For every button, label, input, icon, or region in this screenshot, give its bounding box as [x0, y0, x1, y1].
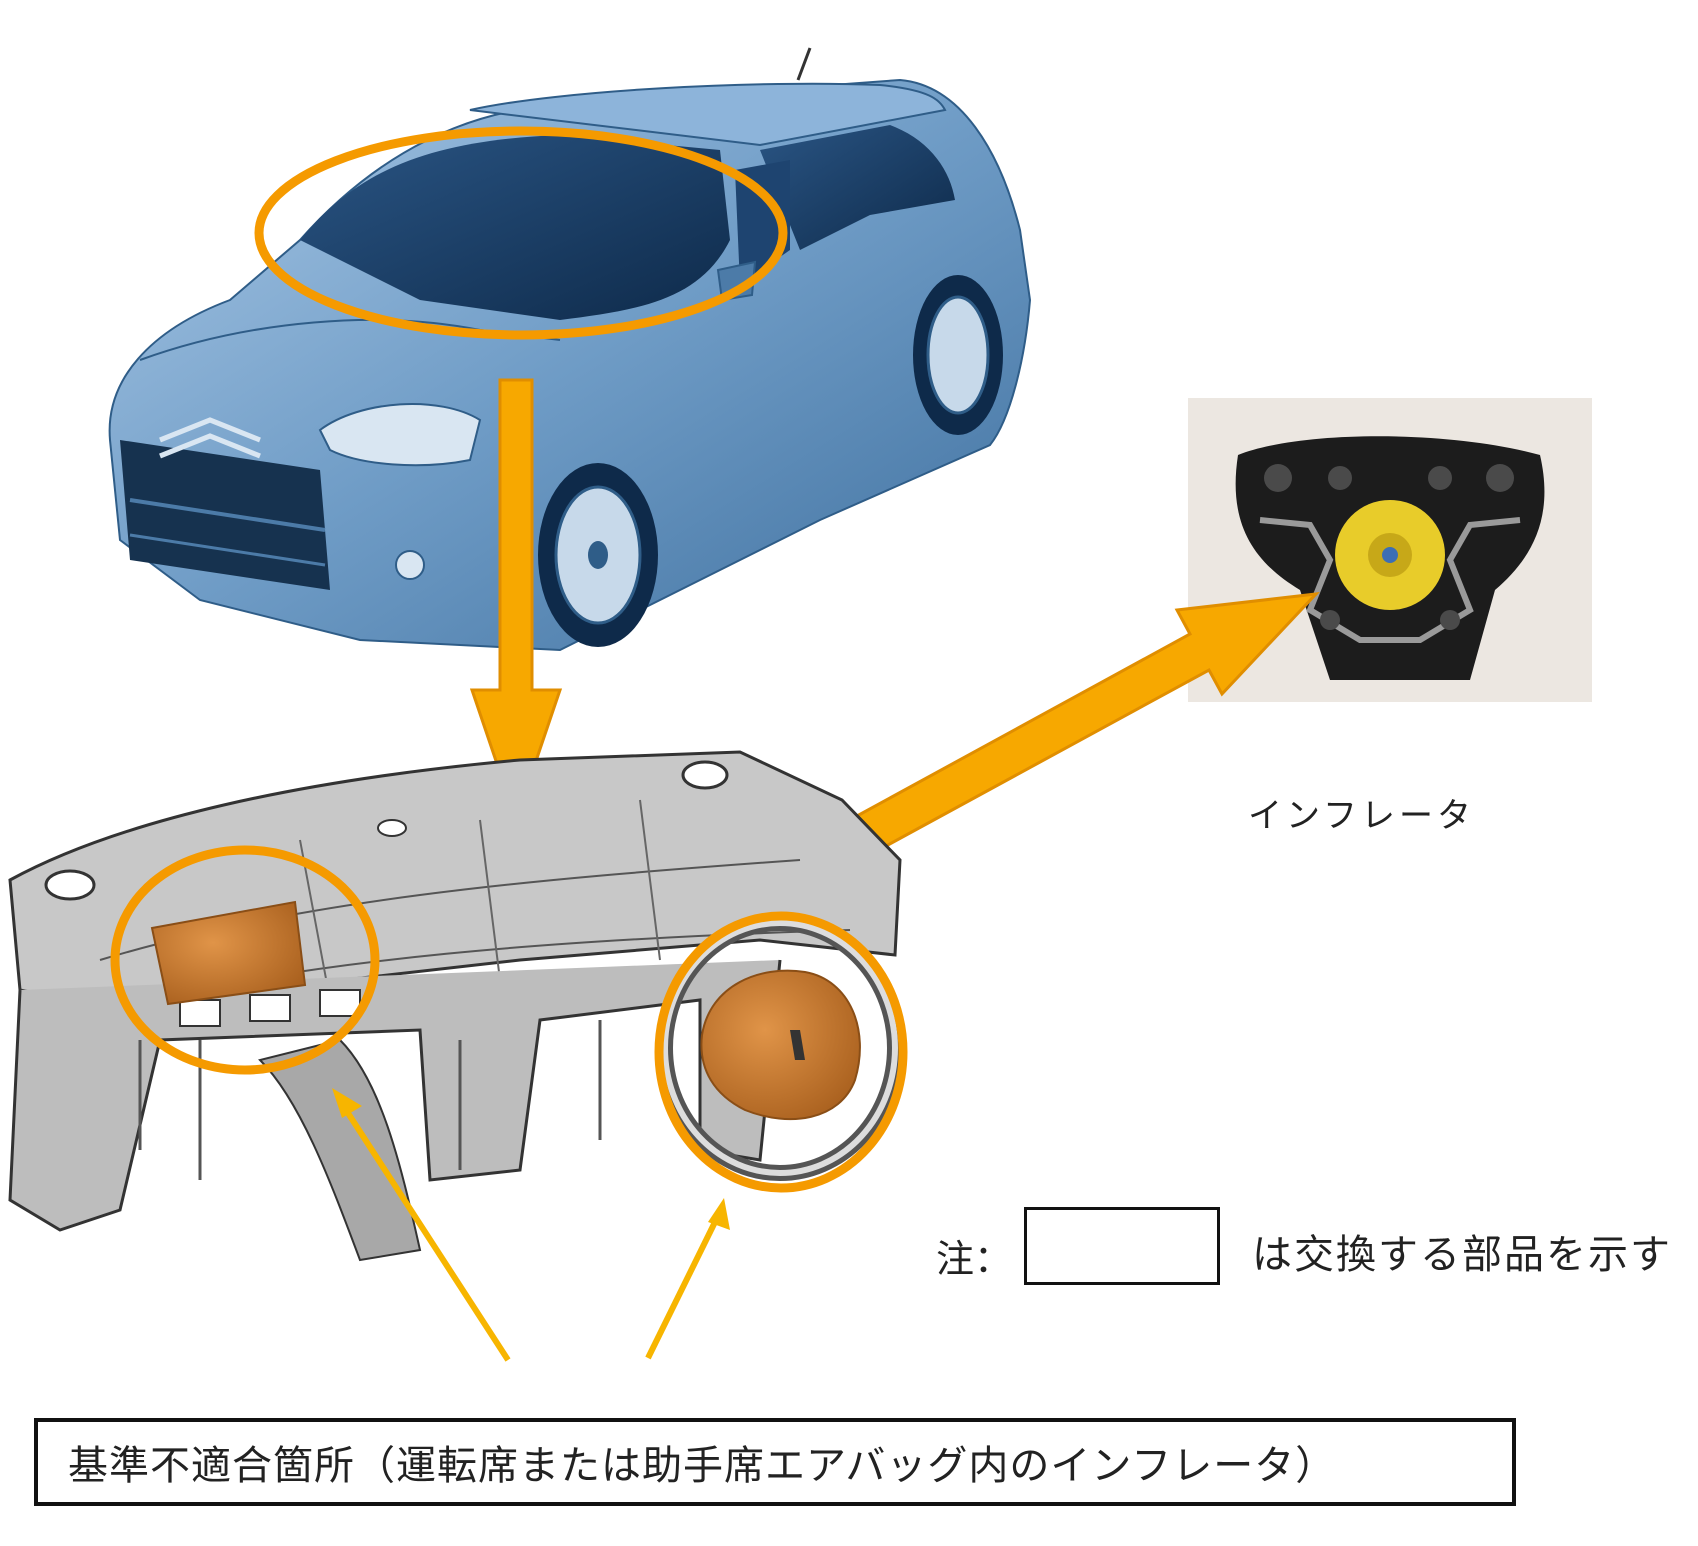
car-illustration — [108, 47, 1032, 652]
inflator-arrow — [844, 592, 1320, 861]
inflator-label: インフレータ — [1248, 796, 1475, 836]
note-text: は交換する部品を示す — [1252, 1232, 1672, 1278]
down-arrow — [469, 378, 563, 825]
passenger-airbag-highlight — [110, 845, 380, 1075]
legend-box — [1024, 1207, 1220, 1285]
note-prefix: 注： — [936, 1237, 1013, 1281]
pointer-arrow-passenger — [332, 1088, 511, 1362]
dashboard-illustration — [8, 750, 903, 1262]
caption-box: 基準不適合箇所（運転席または助手席エアバッグ内のインフレータ） — [34, 1418, 1516, 1506]
driver-airbag-highlight — [654, 911, 908, 1193]
caption-text: 基準不適合箇所（運転席または助手席エアバッグ内のインフレータ） — [68, 1443, 1337, 1489]
pointer-arrow-driver — [645, 1198, 730, 1360]
windshield-highlight — [254, 126, 788, 340]
